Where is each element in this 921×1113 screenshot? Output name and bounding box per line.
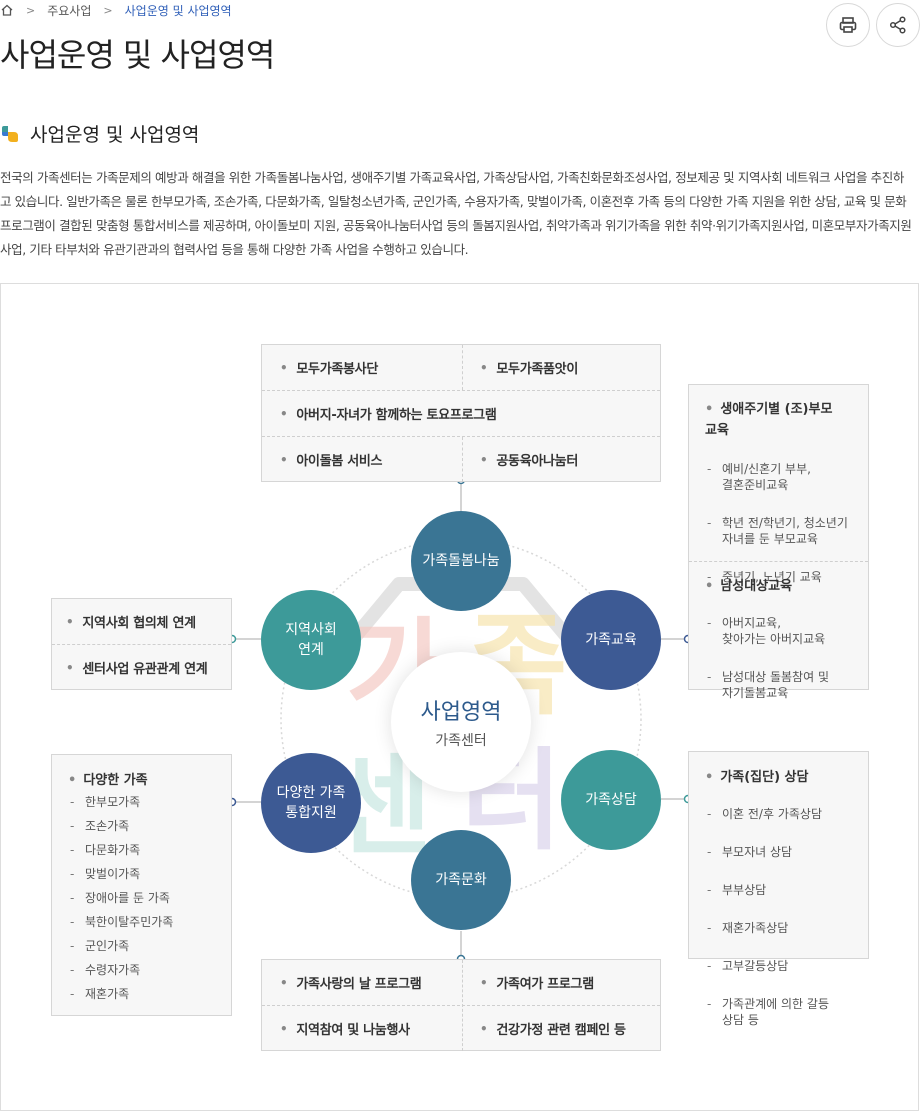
list-item: 예비/신혼기 부부, 결혼준비교육	[707, 461, 848, 493]
box-item: 모두가족봉사단	[262, 345, 462, 390]
group-title: 생애주기별 (조)부모 교육	[705, 399, 832, 441]
node-family-care: 가족돌봄나눔	[411, 511, 511, 611]
counseling-list: 이혼 전/후 가족상담 부모자녀 상담 부부상담 재혼가족상담 고부갈등상담 가…	[707, 792, 829, 1050]
chevron-right-icon: >	[26, 3, 36, 17]
list-item: 고부갈등상담	[707, 958, 829, 974]
diverse-family-box: 다양한 가족 한부모가족 조손가족 다문화가족 맞벌이가족 장애아를 둔 가족 …	[51, 754, 232, 1016]
node-family-culture: 가족문화	[411, 830, 511, 930]
community-program-box: 지역사회 협의체 연계 센터사업 유관관계 연계	[51, 598, 232, 690]
node-family-counseling: 가족상담	[561, 750, 661, 850]
culture-program-box: 가족사랑의 날 프로그램 가족여가 프로그램 지역참여 및 나눔행사 건강가정 …	[261, 959, 661, 1051]
breadcrumb-current[interactable]: 사업운영 및 사업영역	[124, 3, 232, 18]
box-item: 아이돌봄 서비스	[262, 437, 462, 482]
group-title: 남성대상교육	[705, 575, 792, 594]
share-button[interactable]	[876, 3, 920, 47]
node-community-link: 지역사회 연계	[261, 590, 361, 690]
list-item: 장애아를 둔 가족	[70, 890, 173, 906]
divider	[689, 561, 868, 562]
box-item: 모두가족품앗이	[462, 345, 662, 390]
list-item: 아버지교육, 찾아가는 아버지교육	[707, 615, 829, 647]
box-item: 가족여가 프로그램	[462, 960, 662, 1005]
section-title-text: 사업운영 및 사업영역	[30, 124, 200, 146]
list-item: 한부모가족	[70, 794, 173, 810]
breadcrumb: > 주요사업 > 사업운영 및 사업영역	[0, 0, 232, 20]
divider	[462, 437, 463, 482]
list-item: 부모자녀 상담	[707, 844, 829, 860]
print-button[interactable]	[826, 3, 870, 47]
description-text: 전국의 가족센터는 가족문제의 예방과 해결을 위한 가족돌봄나눔사업, 생애주…	[0, 170, 912, 257]
box-item: 아버지-자녀가 함께하는 토요프로그램	[262, 391, 662, 436]
list-item: 재혼가족상담	[707, 920, 829, 936]
family-type-list: 한부모가족 조손가족 다문화가족 맞벌이가족 장애아를 둔 가족 북한이탈주민가…	[70, 794, 173, 1010]
home-icon[interactable]	[0, 3, 14, 17]
care-program-box: 모두가족봉사단 모두가족품앗이 아버지-자녀가 함께하는 토요프로그램 아이돌봄…	[261, 344, 661, 482]
box-item: 지역참여 및 나눔행사	[262, 1006, 462, 1051]
group-title: 다양한 가족	[68, 769, 147, 788]
box-item: 가족사랑의 날 프로그램	[262, 960, 462, 1005]
page-title: 사업운영 및 사업영역	[0, 36, 275, 74]
list-item: 다문화가족	[70, 842, 173, 858]
print-icon	[839, 17, 857, 33]
box-item: 건강가정 관련 캠페인 등	[462, 1006, 662, 1051]
breadcrumb-item[interactable]: 주요사업	[47, 3, 92, 18]
chevron-right-icon: >	[103, 3, 113, 17]
list-item: 남성대상 돌봄참여 및 자기돌봄교육	[707, 669, 829, 701]
center-subtitle: 가족센터	[435, 733, 487, 749]
business-area-diagram: 가 족 센 터 모두가족봉사단 모두가족품앗이 아버지-자녀가 함께하는 토요프…	[0, 283, 919, 1111]
node-integrated-support: 다양한 가족 통합지원	[261, 753, 361, 853]
share-icon	[889, 16, 906, 34]
section-title: 사업운영 및 사업영역	[0, 120, 199, 147]
section-bullet-icon	[0, 124, 20, 144]
list-item: 맞벌이가족	[70, 866, 173, 882]
list-item: 부부상담	[707, 882, 829, 898]
divider	[462, 345, 463, 390]
list-item: 가족관계에 의한 갈등 상담 등	[707, 996, 829, 1028]
list-item: 이혼 전/후 가족상담	[707, 806, 829, 822]
list-item: 수령자가족	[70, 962, 173, 978]
center-circle: 사업영역 가족센터	[391, 652, 531, 792]
group-title: 가족(집단) 상담	[705, 766, 808, 785]
education-list: 예비/신혼기 부부, 결혼준비교육 학년 전/학년기, 청소년기 자녀를 둔 부…	[707, 447, 848, 607]
list-item: 군인가족	[70, 938, 173, 954]
list-item: 학년 전/학년기, 청소년기 자녀를 둔 부모교육	[707, 515, 848, 547]
list-item: 재혼가족	[70, 986, 173, 1002]
box-item: 공동육아나눔터	[462, 437, 662, 482]
center-title: 사업영역	[420, 700, 502, 725]
list-item: 북한이탈주민가족	[70, 914, 173, 930]
list-item: 조손가족	[70, 818, 173, 834]
node-family-education: 가족교육	[561, 590, 661, 690]
counseling-program-box: 가족(집단) 상담 이혼 전/후 가족상담 부모자녀 상담 부부상담 재혼가족상…	[688, 751, 869, 1027]
men-education-list: 아버지교육, 찾아가는 아버지교육 남성대상 돌봄참여 및 자기돌봄교육	[707, 601, 829, 723]
box-item: 지역사회 협의체 연계	[52, 599, 233, 644]
box-item: 센터사업 유관관계 연계	[52, 645, 233, 690]
education-program-box: 생애주기별 (조)부모 교육 예비/신혼기 부부, 결혼준비교육 학년 전/학년…	[688, 384, 869, 700]
